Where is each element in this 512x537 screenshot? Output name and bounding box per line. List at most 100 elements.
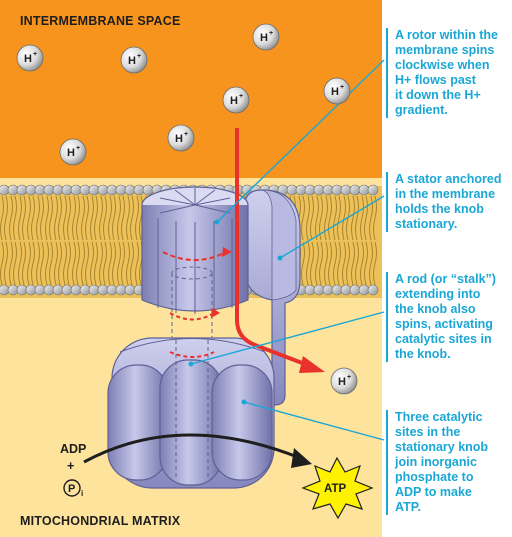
proton-ion: H+ [168,125,194,151]
caption-line: holds the knob [395,202,511,217]
phospholipid-head [53,185,63,195]
phospholipid-head [80,285,90,295]
phospholipid-head [80,185,90,195]
phospholipid-head [341,285,351,295]
proton-ion: H+ [331,368,357,394]
phospholipid-head [314,185,324,195]
phospholipid-head [89,185,99,195]
phospholipid-head [143,185,153,195]
proton-ion-label: H [331,86,339,98]
phospholipid-head [359,185,369,195]
caption-line: gradient. [395,103,511,118]
phospholipid-head [17,285,27,295]
proton-ion-superscript: + [347,374,351,381]
phospholipid-head [323,185,333,195]
caption-knob: Three catalytic sites in the stationary … [386,410,511,515]
phospholipid-head [62,285,72,295]
caption-line: Three catalytic [395,410,511,425]
proton-ion: H+ [60,139,86,165]
caption-line: stationary. [395,217,511,232]
phospholipid-head [71,185,81,195]
phospholipid-head [8,285,18,295]
phospholipid-head [332,185,342,195]
leader-dot-knob [242,400,247,405]
phospholipid-head [305,185,315,195]
caption-stalk: A rod (or “stalk”) extending into the kn… [386,272,511,362]
phospholipid-head [0,185,9,195]
phospholipid-head [107,285,117,295]
phospholipid-head [116,285,126,295]
proton-ion-superscript: + [340,84,344,91]
caption-line: it down the H+ [395,88,511,103]
phospholipid-head [8,185,18,195]
phospholipid-head [107,185,117,195]
phospholipid-head [332,285,342,295]
caption-rotor: A rotor within the membrane spins clockw… [386,28,511,118]
rotor [142,187,248,314]
caption-line: clockwise when [395,58,511,73]
catalytic-knob [108,338,274,488]
leader-dot-rotor [215,220,220,225]
caption-line: spins, activating [395,317,511,332]
phospholipid-head [98,185,108,195]
proton-ion: H+ [121,47,147,73]
proton-ion-label: H [338,376,346,388]
phospholipid-head [350,185,360,195]
phospholipid-head [341,185,351,195]
phospholipid-head [44,185,54,195]
phospholipid-head [44,285,54,295]
proton-ion-superscript: + [239,93,243,100]
caption-line: the knob. [395,347,511,362]
proton-ion-superscript: + [76,145,80,152]
plus-label: + [67,459,74,473]
caption-line: A stator anchored [395,172,511,187]
phospholipid-head [35,285,45,295]
phospholipid-head [134,185,144,195]
caption-line: A rod (or “stalk”) [395,272,511,287]
caption-line: catalytic sites in [395,332,511,347]
phospholipid-head [17,185,27,195]
phospholipid-head [359,285,369,295]
proton-ion-label: H [67,147,75,159]
proton-ion-superscript: + [33,51,37,58]
phospholipid-head [116,185,126,195]
caption-line: A rotor within the [395,28,511,43]
phospholipid-head [35,185,45,195]
caption-line: the knob also [395,302,511,317]
proton-ion: H+ [324,78,350,104]
phospholipid-head [368,285,378,295]
phospholipid-head [26,285,36,295]
leader-dot-stator [278,256,283,261]
mitochondrial-matrix-label: MITOCHONDRIAL MATRIX [20,514,180,528]
phospholipid-head [62,185,72,195]
phospholipid-head [125,185,135,195]
proton-ion-label: H [24,53,32,65]
phospholipid-head [0,285,9,295]
caption-line: in the membrane [395,187,511,202]
catalytic-subunit-right [212,365,272,480]
phospholipid-head [323,285,333,295]
intermembrane-space-label: INTERMEMBRANE SPACE [20,14,181,28]
phospholipid-head [53,285,63,295]
phospholipid-head [305,285,315,295]
caption-line: membrane spins [395,43,511,58]
proton-ion: H+ [17,45,43,71]
proton-ion-superscript: + [269,30,273,37]
proton-ion-label: H [128,55,136,67]
phospholipid-head [287,185,297,195]
proton-ion-label: H [230,95,238,107]
adp-label: ADP [60,442,86,456]
atp-label: ATP [324,483,346,495]
caption-line: stationary knob [395,440,511,455]
phospholipid-head [125,285,135,295]
phospholipid-head [89,285,99,295]
caption-line: extending into [395,287,511,302]
proton-ion-label: H [260,32,268,44]
phospholipid-head [350,285,360,295]
proton-ion-label: H [175,133,183,145]
phosphate-subscript: i [81,489,83,498]
phospholipid-head [314,285,324,295]
phosphate-label: P [68,483,75,495]
caption-stator: A stator anchored in the membrane holds … [386,172,511,232]
caption-line: phosphate to [395,470,511,485]
